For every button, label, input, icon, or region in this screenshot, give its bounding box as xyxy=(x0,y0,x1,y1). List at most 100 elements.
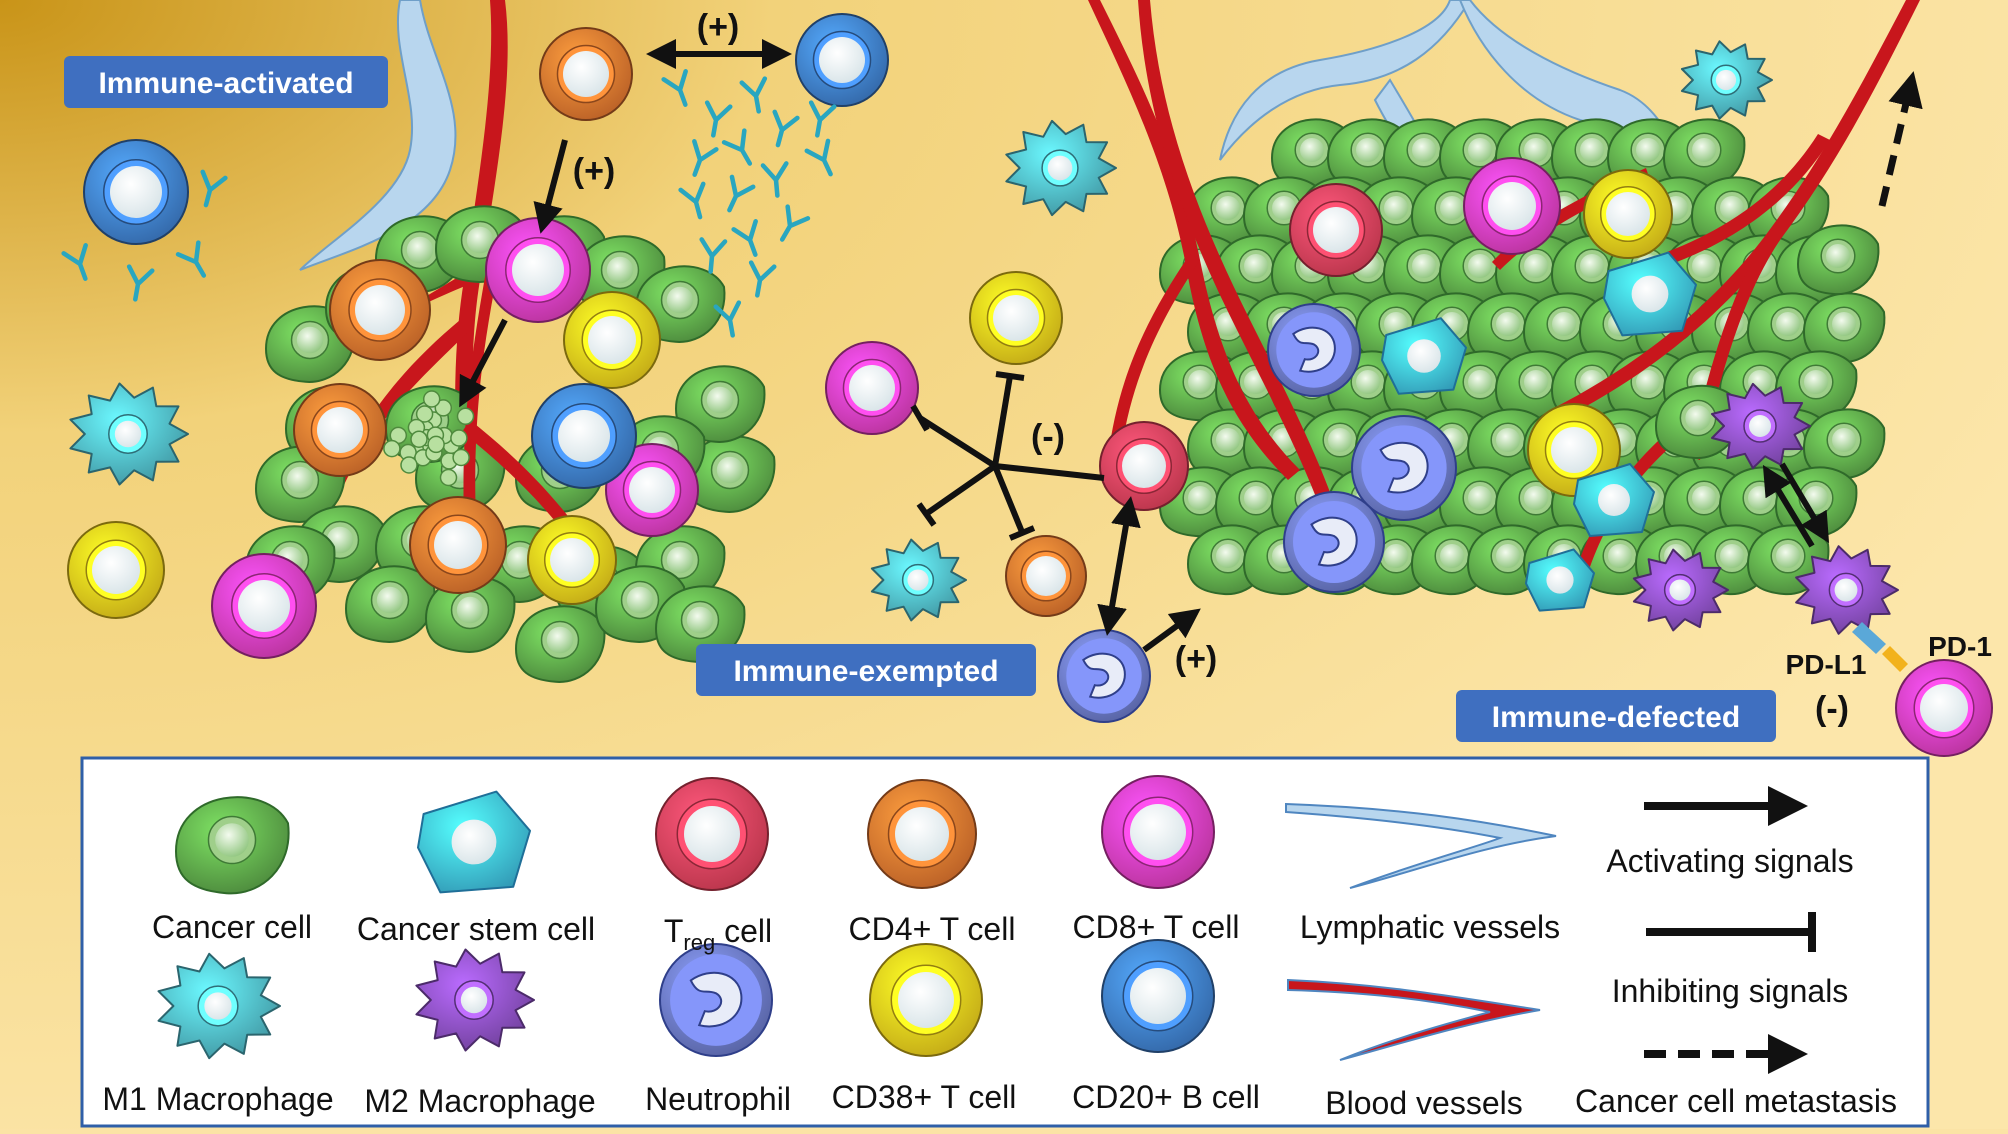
cancer-cell xyxy=(1802,292,1886,364)
sign-plus-top: (+) xyxy=(697,8,740,46)
cancer-cell xyxy=(654,585,746,663)
cancer-cell xyxy=(674,365,766,443)
m1-macrophage xyxy=(870,538,967,622)
legend-lymphatic-icon xyxy=(1285,802,1557,889)
cd38-t-cell xyxy=(969,271,1063,365)
cd8-t-cell xyxy=(485,217,591,323)
antibody xyxy=(61,243,88,281)
cd8-t-cell xyxy=(211,553,317,659)
cd8-t-cell xyxy=(825,341,919,435)
antibody xyxy=(692,139,719,177)
state-box-defected: Immune-defected xyxy=(1456,690,1776,742)
neutrophil xyxy=(1351,415,1457,521)
cd4-t-cell xyxy=(1005,535,1087,617)
cd38-t-cell xyxy=(1583,169,1673,259)
legend-box xyxy=(80,756,1930,1128)
antibody xyxy=(175,240,207,278)
antibody xyxy=(804,138,833,177)
sign-plus-arrow: (+) xyxy=(573,152,616,190)
legend-label-neutrophil: Neutrophil xyxy=(645,1081,791,1117)
neutrophil xyxy=(1267,303,1361,397)
cancer-stem-cell xyxy=(1573,463,1655,537)
cancer-cell xyxy=(264,305,356,383)
antibody xyxy=(126,264,155,302)
cd4-t-cell xyxy=(293,383,387,477)
legend-label-cd8: CD8+ T cell xyxy=(1073,909,1240,945)
cancer-cell xyxy=(684,435,776,513)
legend-cd8-icon xyxy=(1101,775,1215,889)
legend-label-cancer-cell: Cancer cell xyxy=(152,909,312,945)
state-label-activated: Immune-activated xyxy=(98,67,353,100)
legend-blood-icon xyxy=(1287,978,1541,1061)
cd20-b-cell xyxy=(531,383,637,489)
antibody xyxy=(704,100,733,138)
sign-plus-neutrophil: (+) xyxy=(1175,640,1218,678)
legend-label-cancer-stem-cell: Cancer stem cell xyxy=(357,911,595,947)
legend-cd38-icon xyxy=(869,943,983,1057)
legend-label-inhibiting: Inhibiting signals xyxy=(1612,973,1849,1009)
activating-arrow-cd8-cluster xyxy=(459,318,508,408)
antibody xyxy=(731,219,758,257)
pd-l1-label: PD-L1 xyxy=(1786,649,1867,680)
m2-macrophage xyxy=(1711,382,1811,470)
antibody xyxy=(808,100,837,138)
cd20-b-cell xyxy=(795,13,889,107)
antibody xyxy=(721,128,753,166)
metastasis-arrow xyxy=(1878,71,1923,207)
cd38-t-cell xyxy=(67,521,165,619)
m2-macrophage xyxy=(1795,545,1899,635)
free-immune-cells xyxy=(67,13,1993,757)
legend-cd20-icon xyxy=(1101,939,1215,1053)
antibody xyxy=(200,169,228,208)
cd4-t-cell xyxy=(329,259,431,361)
antibody xyxy=(760,161,789,198)
antibody xyxy=(727,174,756,213)
activating-arrow-cd4-down xyxy=(533,139,568,234)
antibodies xyxy=(61,69,837,338)
legend-label-lymphatic: Lymphatic vessels xyxy=(1300,909,1560,945)
antibody xyxy=(772,109,800,148)
legend-neutrophil-icon xyxy=(659,943,773,1057)
state-box-exempted: Immune-exempted xyxy=(696,644,1036,696)
antibody xyxy=(739,76,768,114)
cancer-cell xyxy=(1802,408,1886,480)
cd8-t-cell xyxy=(1895,659,1993,757)
cancer-cell xyxy=(424,575,516,653)
antibody xyxy=(699,237,728,274)
legend-label-cd20: CD20+ B cell xyxy=(1072,1079,1260,1115)
antibody xyxy=(748,260,777,298)
cancer-cell xyxy=(634,265,726,343)
m1-macrophage xyxy=(69,382,189,486)
legend-cancer-stem-cell-icon xyxy=(417,790,531,894)
cd4-t-cell xyxy=(539,27,633,121)
legend-label-m1: M1 Macrophage xyxy=(102,1081,333,1117)
activating-arrow-treg-neutrophil xyxy=(1097,496,1141,636)
legend-icons xyxy=(157,775,1215,1060)
cancer-cell xyxy=(514,605,606,683)
legend: Cancer cell Cancer stem cell Treg cell C… xyxy=(80,756,1930,1128)
cd38-t-cell xyxy=(527,515,617,605)
antibody xyxy=(779,204,811,242)
cd8-t-cell xyxy=(605,443,699,537)
treg-cell xyxy=(1099,421,1189,511)
left-tumor-immune-cells xyxy=(293,217,699,605)
neutrophil xyxy=(1283,491,1385,593)
pd-1-label: PD-1 xyxy=(1928,631,1992,662)
right-tumor-immune-cells xyxy=(1267,157,1880,632)
neutrophil xyxy=(1057,629,1151,723)
m1-macrophage xyxy=(1680,40,1773,120)
state-label-exempted: Immune-exempted xyxy=(733,655,998,688)
legend-cd4-icon xyxy=(867,779,977,889)
activating-arrow-neutrophil-tumor xyxy=(1142,608,1201,653)
sign-minus-pd: (-) xyxy=(1815,690,1849,728)
legend-label-m2: M2 Macrophage xyxy=(364,1083,595,1119)
signal-arrows xyxy=(459,39,1923,653)
metastasizing-cancer-cell xyxy=(1796,224,1880,296)
state-label-defected: Immune-defected xyxy=(1492,701,1740,734)
legend-m2-icon xyxy=(415,948,535,1052)
pd-binding xyxy=(1852,622,1908,672)
cancer-stem-cell xyxy=(1603,251,1697,337)
legend-label-cd4: CD4+ T cell xyxy=(849,911,1016,947)
